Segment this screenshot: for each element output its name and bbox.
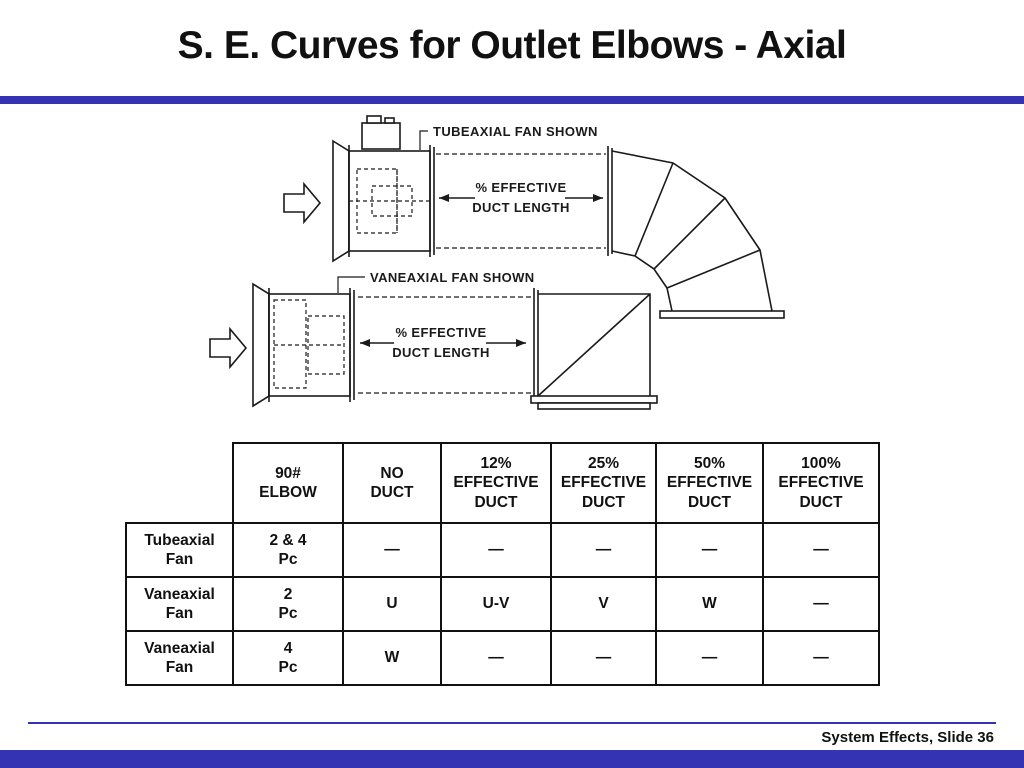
- mitered-outlet-elbow: [530, 288, 658, 410]
- footer-divider-line: [28, 722, 996, 724]
- page-title: S. E. Curves for Outlet Elbows - Axial: [177, 24, 847, 67]
- table-cell: —: [342, 522, 442, 578]
- dim-label-line1: % EFFECTIVE: [475, 180, 566, 195]
- dim-label-line2: DUCT LENGTH: [392, 345, 490, 360]
- dim-label-line2: DUCT LENGTH: [472, 200, 570, 215]
- table-cell: 4 Pc: [232, 630, 344, 686]
- row-label: Vaneaxial Fan: [125, 576, 234, 632]
- elbow-exit-flange: [659, 310, 785, 319]
- flow-arrow-icon: [209, 326, 248, 370]
- col-header-25pct: 25% EFFECTIVE DUCT: [550, 442, 657, 524]
- col-header-50pct: 50% EFFECTIVE DUCT: [655, 442, 764, 524]
- table-cell: W: [655, 576, 764, 632]
- tubeaxial-fan-diagram: TUBEAXIAL FAN SHOWN % EFFECTIVE DUCT LEN…: [283, 115, 785, 319]
- table-cell: —: [550, 522, 657, 578]
- table-row: Tubeaxial Fan 2 & 4 Pc — — — — —: [125, 522, 880, 578]
- table-corner-blank: [126, 443, 233, 523]
- fan-internals: [273, 299, 345, 389]
- effective-duct-dimension: % EFFECTIVE DUCT LENGTH: [439, 180, 603, 215]
- table-cell: —: [762, 576, 880, 632]
- footer-slide-label: System Effects, Slide 36: [821, 729, 994, 746]
- vaneaxial-caption: VANEAXIAL FAN SHOWN: [370, 270, 535, 285]
- table-header-row: 90# ELBOW NO DUCT 12% EFFECTIVE DUCT 25%…: [126, 442, 880, 524]
- table-cell: U: [342, 576, 442, 632]
- table-cell: W: [342, 630, 442, 686]
- tubeaxial-caption: TUBEAXIAL FAN SHOWN: [433, 124, 598, 139]
- table-cell: —: [655, 630, 764, 686]
- segmented-outlet-elbow: [607, 146, 785, 319]
- caption-leader-line: [337, 276, 365, 293]
- vaneaxial-fan-diagram: VANEAXIAL FAN SHOWN % EFFECTIVE DUCT LEN…: [209, 270, 658, 410]
- table-cell: U-V: [440, 576, 552, 632]
- effective-duct-dimension: % EFFECTIVE DUCT LENGTH: [360, 325, 526, 360]
- table-cell: —: [550, 630, 657, 686]
- table-cell: 2 Pc: [232, 576, 344, 632]
- dim-label-line1: % EFFECTIVE: [395, 325, 486, 340]
- col-header-no-duct: NO DUCT: [342, 442, 442, 524]
- table-cell: —: [762, 522, 880, 578]
- effective-duct-dashed-lines: [436, 153, 606, 249]
- effective-duct-dashed-lines: [358, 296, 532, 394]
- flow-arrow-icon: [283, 181, 322, 225]
- fan-internals: [349, 168, 430, 234]
- table-cell: V: [550, 576, 657, 632]
- fan-motor: [361, 115, 401, 150]
- table-cell: 2 & 4 Pc: [232, 522, 344, 578]
- col-header-12pct: 12% EFFECTIVE DUCT: [440, 442, 552, 524]
- caption-leader-line: [419, 130, 428, 150]
- se-curves-table: 90# ELBOW NO DUCT 12% EFFECTIVE DUCT 25%…: [125, 442, 880, 686]
- table-cell: —: [440, 522, 552, 578]
- row-label: Tubeaxial Fan: [125, 522, 234, 578]
- table-row: Vaneaxial Fan 2 Pc U U-V V W —: [125, 576, 880, 632]
- fan-inlet-bell: [252, 282, 270, 408]
- fan-inlet-bell: [332, 139, 350, 263]
- col-header-100pct: 100% EFFECTIVE DUCT: [762, 442, 880, 524]
- fan-housing: [348, 150, 431, 252]
- table-cell: —: [655, 522, 764, 578]
- title-divider-bar: [0, 96, 1024, 104]
- col-header-elbow: 90# ELBOW: [232, 442, 344, 524]
- table-row: Vaneaxial Fan 4 Pc W — — — —: [125, 630, 880, 686]
- table-cell: —: [762, 630, 880, 686]
- bottom-accent-bar: [0, 750, 1024, 768]
- row-label: Vaneaxial Fan: [125, 630, 234, 686]
- table-cell: —: [440, 630, 552, 686]
- elbow-exit-flange: [530, 395, 658, 404]
